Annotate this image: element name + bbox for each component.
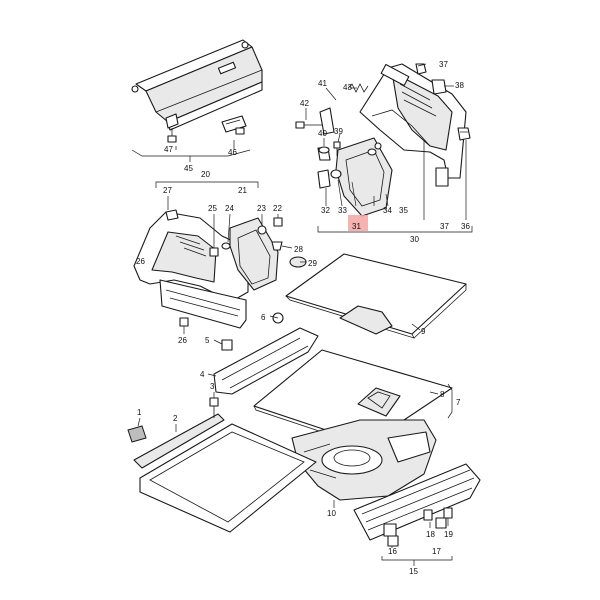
callout-46[interactable]: 46 (228, 148, 237, 157)
clip-17[interactable] (435, 517, 447, 529)
clip-18[interactable] (423, 509, 433, 521)
callout-37-bottom[interactable]: 37 (440, 222, 449, 231)
sill-panel-15[interactable] (353, 463, 481, 541)
bracket-20 (155, 181, 259, 188)
callout-45[interactable]: 45 (184, 164, 193, 173)
clip-23[interactable] (257, 225, 267, 235)
clip-27[interactable] (165, 209, 179, 221)
storage-compartment-31[interactable] (335, 137, 393, 217)
callout-33[interactable]: 33 (338, 206, 347, 215)
callout-18[interactable]: 18 (426, 530, 435, 539)
callout-5[interactable]: 5 (205, 336, 210, 345)
callout-42[interactable]: 42 (300, 99, 309, 108)
callout-16[interactable]: 16 (388, 547, 397, 556)
nut-37-top[interactable] (415, 63, 427, 75)
callout-1[interactable]: 1 (137, 408, 142, 417)
callout-40[interactable]: 40 (318, 129, 327, 138)
highlight-31 (348, 215, 368, 231)
left-side-trim-panel[interactable] (133, 211, 249, 329)
nut-24[interactable] (221, 242, 231, 250)
callout-27[interactable]: 27 (163, 186, 172, 195)
clip-47[interactable] (165, 113, 179, 143)
callout-39[interactable]: 39 (334, 127, 343, 136)
callout-17[interactable]: 17 (432, 547, 441, 556)
callout-7[interactable]: 7 (456, 398, 461, 407)
callout-35[interactable]: 35 (399, 206, 408, 215)
screw-42[interactable] (295, 121, 322, 129)
callout-47[interactable]: 47 (164, 145, 173, 154)
callout-37-top[interactable]: 37 (439, 60, 448, 69)
bracket-17 (381, 556, 453, 561)
callout-21[interactable]: 21 (238, 186, 247, 195)
bracket-7 (447, 383, 453, 419)
clip-35[interactable] (374, 142, 382, 150)
screw-28[interactable] (271, 241, 283, 251)
clip-33[interactable] (330, 169, 342, 179)
callout-15[interactable]: 15 (409, 567, 418, 576)
callout-25[interactable]: 25 (208, 204, 217, 213)
callout-31[interactable]: 31 (352, 222, 361, 231)
nut-34[interactable] (367, 148, 377, 156)
luggage-cover-assembly[interactable] (131, 39, 263, 131)
spare-wheel-well-10[interactable] (291, 419, 437, 501)
callout-3[interactable]: 3 (210, 382, 215, 391)
screw-19[interactable] (443, 507, 453, 519)
callout-22[interactable]: 22 (273, 204, 282, 213)
screw-3[interactable] (209, 397, 219, 418)
storage-tray-21[interactable] (229, 217, 279, 291)
hook-36[interactable] (457, 127, 471, 141)
clip-16[interactable] (387, 535, 399, 547)
callout-26-top[interactable]: 26 (136, 257, 145, 266)
callout-9[interactable]: 9 (421, 327, 426, 336)
spring-43[interactable] (347, 83, 369, 93)
callout-41[interactable]: 41 (318, 79, 327, 88)
callout-2[interactable]: 2 (173, 414, 178, 423)
clip-40[interactable] (317, 146, 331, 161)
callout-8[interactable]: 8 (440, 390, 445, 399)
callout-30[interactable]: 30 (410, 235, 419, 244)
callout-43[interactable]: 43 (343, 83, 352, 92)
block-1[interactable] (127, 425, 147, 443)
handle-46[interactable] (221, 115, 247, 135)
callout-19[interactable]: 19 (444, 530, 453, 539)
screw-25[interactable] (209, 247, 219, 257)
callout-6[interactable]: 6 (261, 313, 266, 322)
callout-4[interactable]: 4 (200, 370, 205, 379)
callout-26-bottom[interactable]: 26 (178, 336, 187, 345)
callout-29[interactable]: 29 (308, 259, 317, 268)
callout-24[interactable]: 24 (225, 204, 234, 213)
bracket-41[interactable] (319, 107, 335, 135)
callout-10[interactable]: 10 (327, 509, 336, 518)
clip-26[interactable] (179, 317, 189, 327)
bracket-45 (131, 149, 251, 157)
callout-20[interactable]: 20 (201, 170, 210, 179)
callout-36[interactable]: 36 (461, 222, 470, 231)
callout-23[interactable]: 23 (257, 204, 266, 213)
cross-member-4[interactable] (213, 312, 319, 395)
fastener-32[interactable] (317, 169, 331, 189)
nut-22[interactable] (273, 217, 283, 227)
loading-floor-9[interactable] (285, 253, 467, 339)
callout-32[interactable]: 32 (321, 206, 330, 215)
callout-28[interactable]: 28 (294, 245, 303, 254)
cargo-tray-2[interactable] (133, 413, 317, 533)
callout-34[interactable]: 34 (383, 206, 392, 215)
bracket-38[interactable] (431, 79, 447, 95)
bracket-30 (317, 226, 473, 233)
callout-38[interactable]: 38 (455, 81, 464, 90)
